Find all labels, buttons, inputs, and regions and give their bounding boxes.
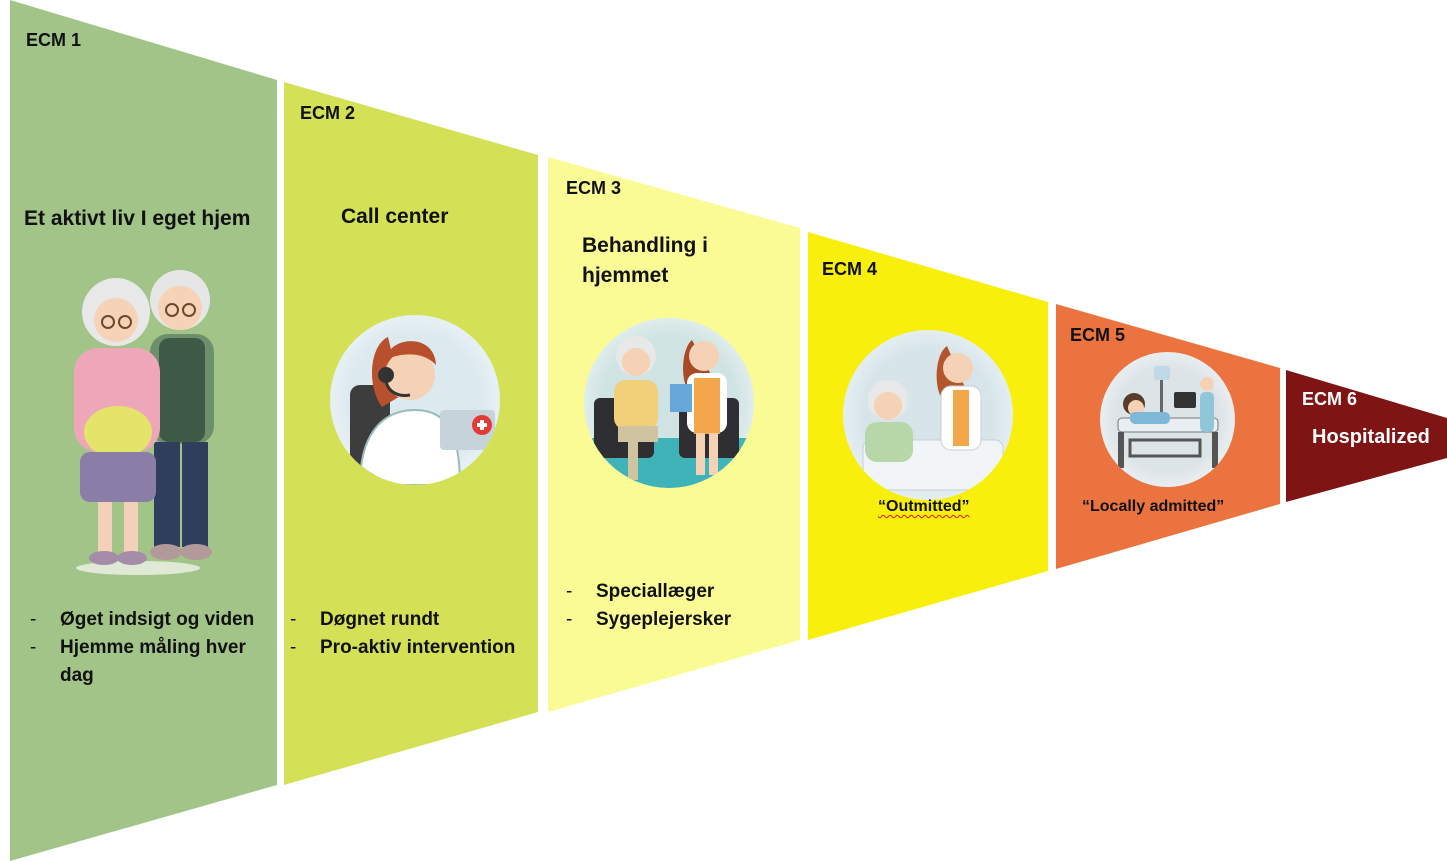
- stage-6-title: Hospitalized: [1312, 426, 1430, 448]
- elderly-couple-icon: [58, 262, 220, 578]
- stage-6-band: [1286, 370, 1447, 502]
- stage-1-label: ECM 1: [26, 30, 82, 50]
- stage-6-label: ECM 6: [1302, 389, 1358, 409]
- call-center-nurse-icon: [330, 315, 500, 485]
- stage-1-bullet: Hjemme måling hver dag: [26, 634, 276, 690]
- stage-2-bullet: Døgnet rundt: [286, 606, 538, 634]
- stage-2-bullet: Pro-aktiv intervention: [286, 634, 538, 662]
- stage-4-label: ECM 4: [822, 259, 878, 279]
- stage-1-bullets: Øget indsigt og viden Hjemme måling hver…: [26, 606, 276, 690]
- stage-4-caption-text: “Outmitted”: [878, 498, 970, 515]
- outmitted-patient-icon: [843, 330, 1013, 500]
- stage-3-bullet: Speciallæger: [562, 578, 798, 606]
- stage-4-caption: “Outmitted”: [878, 498, 970, 516]
- stage-3-label: ECM 3: [566, 178, 622, 198]
- stage-1-title: Et aktivt liv I eget hjem: [24, 207, 251, 230]
- stage-2-title: Call center: [341, 205, 449, 228]
- stage-3-bullets: Speciallæger Sygeplejersker: [562, 578, 798, 634]
- stage-2-bullets: Døgnet rundt Pro-aktiv intervention: [286, 606, 538, 662]
- stage-3-bullet: Sygeplejersker: [562, 606, 798, 634]
- stage-5-caption: “Locally admitted”: [1082, 498, 1225, 515]
- stage-3-title: Behandling i hjemmet: [582, 234, 708, 287]
- hospital-bed-icon: [1100, 352, 1235, 487]
- home-treatment-icon: [584, 318, 754, 488]
- stage-2-label: ECM 2: [300, 103, 356, 123]
- stage-5-label: ECM 5: [1070, 325, 1126, 345]
- stage-1-bullet: Øget indsigt og viden: [26, 606, 276, 634]
